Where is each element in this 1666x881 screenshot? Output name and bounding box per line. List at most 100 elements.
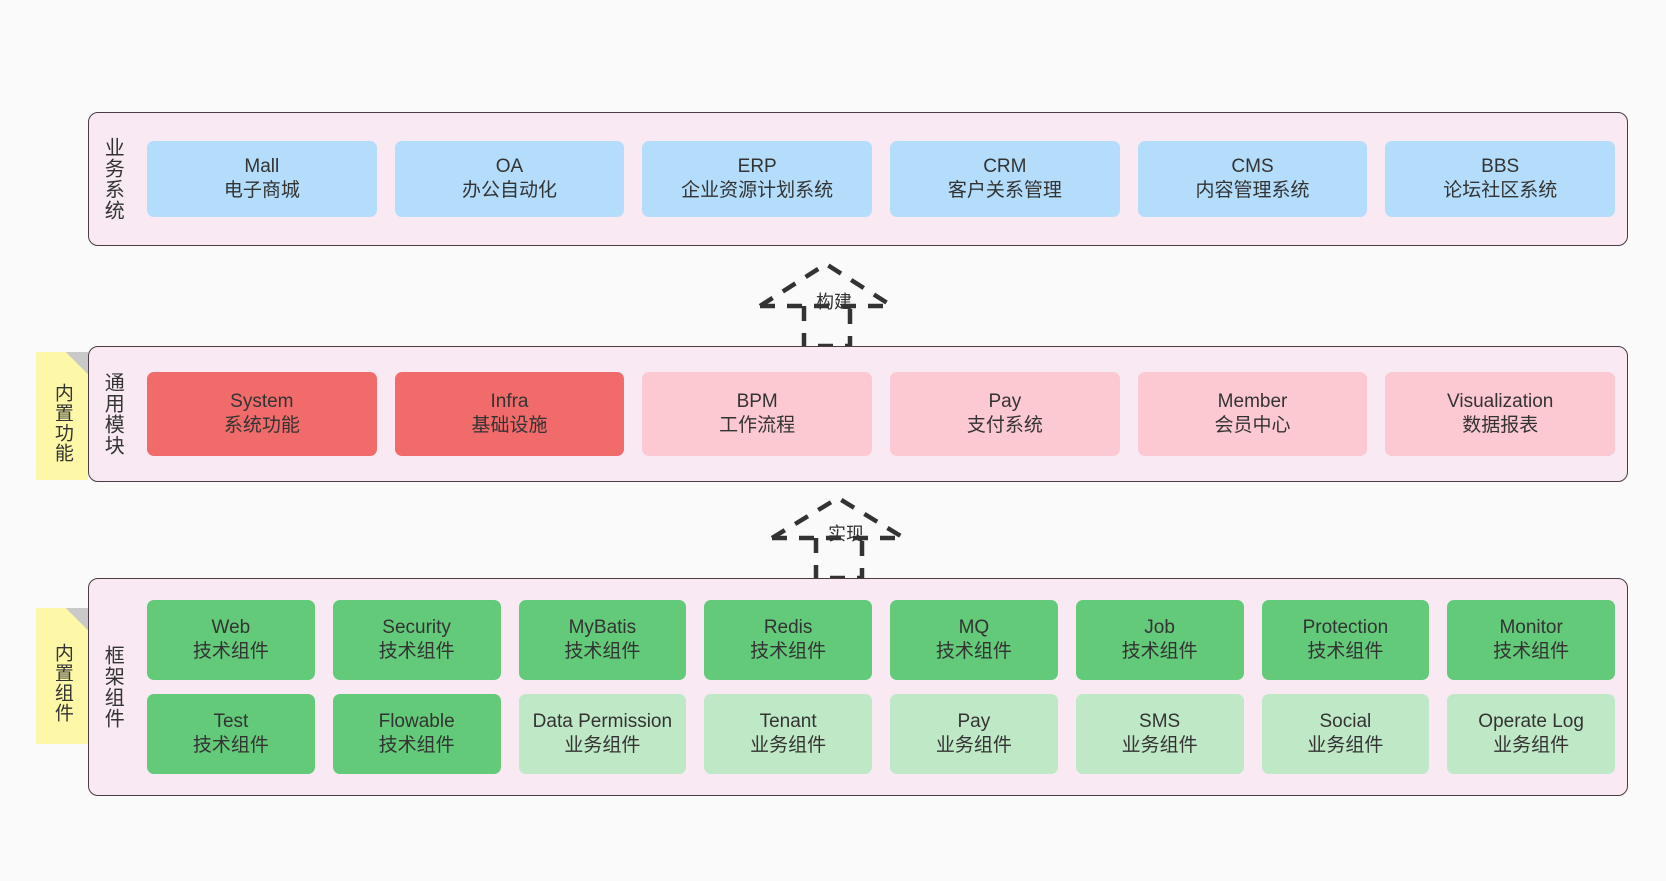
layer-framework-component-label: 框架组件: [101, 645, 124, 729]
card-oa-cn: 办公自动化: [462, 180, 558, 201]
card-oa-en: OA: [495, 155, 524, 177]
sticky-note-builtin-components: 内置组件: [36, 608, 88, 744]
card-operate-log-cn: 业务组件: [1493, 735, 1570, 756]
card-operate-log-en: Operate Log: [1478, 710, 1584, 732]
arrow-implement-label: 实现: [828, 524, 864, 544]
card-member-en: Member: [1217, 390, 1288, 412]
card-redis-en: Redis: [763, 616, 813, 638]
card-member[interactable]: Member 会员中心: [1137, 372, 1368, 456]
card-sms-en: SMS: [1139, 710, 1181, 732]
card-sms[interactable]: SMS 业务组件: [1075, 694, 1244, 774]
card-web-en: Web: [211, 616, 251, 638]
card-web[interactable]: Web 技术组件: [147, 600, 315, 680]
arrow-implement: 实现: [770, 492, 910, 581]
card-protection-en: Protection: [1302, 616, 1389, 638]
card-infra[interactable]: Infra 基础设施: [394, 372, 625, 456]
card-sms-cn: 业务组件: [1121, 735, 1198, 756]
card-tenant[interactable]: Tenant 业务组件: [704, 694, 872, 774]
card-tenant-cn: 业务组件: [750, 735, 827, 756]
common-card-row: System 系统功能 Infra 基础设施 BPM 工作流程 Pay 支付系统…: [147, 372, 1616, 456]
card-job-cn: 技术组件: [1121, 641, 1198, 662]
card-erp-cn: 企业资源计划系统: [681, 180, 834, 201]
card-job[interactable]: Job 技术组件: [1075, 600, 1244, 680]
card-data-permission-en: Data Permission: [532, 710, 673, 732]
framework-business-row: Test 技术组件 Flowable 技术组件 Data Permission …: [147, 694, 1615, 774]
card-monitor[interactable]: Monitor 技术组件: [1447, 600, 1615, 680]
layer-framework-component: 框架组件 Web 技术组件 Security 技术组件 MyBatis 技术组件…: [88, 578, 1628, 796]
card-social[interactable]: Social 业务组件: [1261, 694, 1430, 774]
card-pay-en: Pay: [988, 390, 1022, 412]
card-erp-en: ERP: [737, 155, 777, 177]
card-protection-cn: 技术组件: [1307, 641, 1384, 662]
arrow-build: 构建: [758, 258, 898, 349]
framework-tech-row: Web 技术组件 Security 技术组件 MyBatis 技术组件 Redi…: [147, 600, 1615, 680]
card-monitor-cn: 技术组件: [1493, 641, 1570, 662]
card-mq-en: MQ: [958, 616, 990, 638]
card-infra-en: Infra: [490, 390, 529, 412]
card-operate-log[interactable]: Operate Log 业务组件: [1447, 694, 1615, 774]
card-tenant-en: Tenant: [759, 710, 817, 732]
card-redis-cn: 技术组件: [750, 641, 827, 662]
card-visualization-cn: 数据报表: [1462, 415, 1539, 436]
card-pay-business[interactable]: Pay 业务组件: [890, 694, 1058, 774]
card-bpm-cn: 工作流程: [719, 415, 796, 436]
layer-business-system-body: Mall 电子商城 OA 办公自动化 ERP 企业资源计划系统 CRM 客户关系…: [135, 113, 1627, 245]
layer-common-module: 通用模块 System 系统功能 Infra 基础设施 BPM 工作流程 Pay…: [88, 346, 1628, 482]
card-system-cn: 系统功能: [223, 415, 300, 436]
layer-common-module-body: System 系统功能 Infra 基础设施 BPM 工作流程 Pay 支付系统…: [135, 347, 1627, 481]
card-data-permission-cn: 业务组件: [564, 735, 641, 756]
layer-business-system-label: 业务系统: [101, 137, 124, 221]
card-test-cn: 技术组件: [192, 735, 269, 756]
card-security[interactable]: Security 技术组件: [332, 600, 501, 680]
card-web-cn: 技术组件: [192, 641, 269, 662]
card-system-en: System: [230, 390, 294, 412]
layer-common-module-label: 通用模块: [101, 372, 124, 456]
card-crm-cn: 客户关系管理: [947, 180, 1062, 201]
card-flowable[interactable]: Flowable 技术组件: [332, 694, 501, 774]
card-oa[interactable]: OA 办公自动化: [394, 141, 625, 217]
card-flowable-cn: 技术组件: [378, 735, 455, 756]
card-security-cn: 技术组件: [378, 641, 455, 662]
card-data-permission[interactable]: Data Permission 业务组件: [518, 694, 687, 774]
card-pay-business-en: Pay: [957, 710, 991, 732]
card-mybatis-cn: 技术组件: [564, 641, 641, 662]
card-mybatis-en: MyBatis: [568, 616, 637, 638]
card-bbs-en: BBS: [1481, 155, 1520, 177]
sticky-note-builtin-features-text: 内置功能: [51, 383, 73, 463]
card-test-en: Test: [213, 710, 249, 732]
card-mq[interactable]: MQ 技术组件: [890, 600, 1058, 680]
card-visualization-en: Visualization: [1447, 390, 1554, 412]
card-system[interactable]: System 系统功能: [147, 372, 377, 456]
card-cms[interactable]: CMS 内容管理系统: [1137, 141, 1368, 217]
sticky-note-builtin-components-text: 内置组件: [51, 643, 73, 723]
layer-framework-component-body: Web 技术组件 Security 技术组件 MyBatis 技术组件 Redi…: [135, 579, 1627, 795]
card-pay-cn: 支付系统: [966, 415, 1043, 436]
card-mybatis[interactable]: MyBatis 技术组件: [518, 600, 687, 680]
card-social-cn: 业务组件: [1307, 735, 1384, 756]
card-pay-business-cn: 业务组件: [935, 735, 1012, 756]
card-infra-cn: 基础设施: [471, 415, 548, 436]
business-card-row: Mall 电子商城 OA 办公自动化 ERP 企业资源计划系统 CRM 客户关系…: [147, 141, 1616, 217]
card-crm[interactable]: CRM 客户关系管理: [890, 141, 1120, 217]
card-bbs[interactable]: BBS 论坛社区系统: [1385, 141, 1616, 217]
card-mall-en: Mall: [244, 155, 280, 177]
card-bpm[interactable]: BPM 工作流程: [642, 372, 873, 456]
card-visualization[interactable]: Visualization 数据报表: [1385, 372, 1616, 456]
card-security-en: Security: [382, 616, 451, 638]
card-monitor-en: Monitor: [1499, 616, 1563, 638]
card-erp[interactable]: ERP 企业资源计划系统: [642, 141, 873, 217]
card-flowable-en: Flowable: [378, 710, 455, 732]
card-cms-cn: 内容管理系统: [1195, 180, 1310, 201]
sticky-note-builtin-features: 内置功能: [36, 352, 88, 480]
card-pay[interactable]: Pay 支付系统: [890, 372, 1120, 456]
card-crm-en: CRM: [983, 155, 1027, 177]
card-job-en: Job: [1144, 616, 1175, 638]
card-protection[interactable]: Protection 技术组件: [1261, 600, 1430, 680]
card-test[interactable]: Test 技术组件: [147, 694, 315, 774]
card-mall[interactable]: Mall 电子商城: [147, 141, 377, 217]
layer-business-system: 业务系统 Mall 电子商城 OA 办公自动化 ERP 企业资源计划系统 CRM…: [88, 112, 1628, 246]
card-bpm-en: BPM: [736, 390, 778, 412]
card-redis[interactable]: Redis 技术组件: [704, 600, 872, 680]
card-social-en: Social: [1319, 710, 1372, 732]
